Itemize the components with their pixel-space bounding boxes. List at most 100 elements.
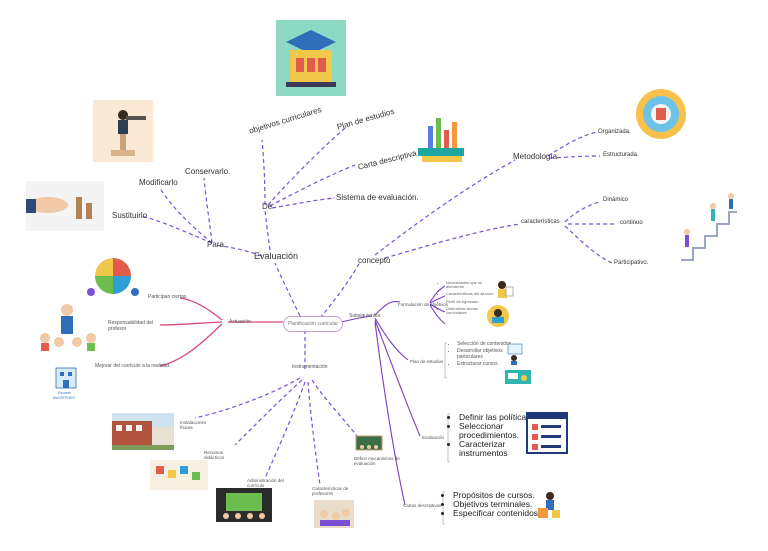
cartas-item: Propósitos de cursos. bbox=[453, 491, 553, 500]
metodologia-node[interactable]: Metodología bbox=[513, 152, 558, 161]
link-sub-plan bbox=[374, 317, 409, 361]
link-instr-instalaciones bbox=[194, 377, 301, 419]
link-metodologia-organizada bbox=[547, 131, 598, 157]
link-center-evaluacion bbox=[274, 262, 301, 317]
link-sub-evaluacion bbox=[374, 319, 421, 437]
link-caracteristicas-participativo bbox=[564, 225, 613, 264]
concepto-node[interactable]: concepto bbox=[358, 256, 391, 265]
link-instr-recursos bbox=[234, 379, 303, 446]
link-metodologia-estructurada bbox=[549, 155, 601, 159]
plan-list: Selección de contenidos Desarrollar obje… bbox=[448, 341, 515, 367]
center-node[interactable]: Planificación curricular bbox=[283, 316, 343, 332]
mejorar-node[interactable]: Mejorar del currículo a la realidad bbox=[95, 363, 170, 369]
link-evaluacion-para bbox=[214, 244, 263, 257]
instrumentacion-node[interactable]: Instrumentación bbox=[292, 364, 328, 370]
link-para-modificarlo bbox=[159, 187, 213, 244]
link-actuacion-participan bbox=[179, 297, 223, 321]
dinamico-node[interactable]: Dinámico bbox=[603, 197, 629, 203]
link-concepto-caracteristicas bbox=[384, 223, 521, 259]
link-para-sustituirlo bbox=[139, 215, 213, 244]
formulacion-item: Características del alumno bbox=[446, 292, 496, 296]
teacher-students-icon bbox=[40, 304, 96, 351]
evaluacion-list: Definir las políticas. Seleccionar proce… bbox=[450, 413, 535, 458]
organizada-node[interactable]: Organizada. bbox=[598, 129, 631, 135]
link-formulacion-items bbox=[429, 285, 446, 325]
hand-pushing-icon bbox=[26, 181, 104, 231]
recursos-node[interactable]: Recursos didácticos bbox=[204, 450, 225, 460]
telescope-person-icon bbox=[93, 100, 153, 162]
link-sub-formulacion bbox=[374, 301, 401, 316]
university-building-icon bbox=[276, 20, 346, 96]
logo-line1: Escuela bbox=[58, 391, 71, 395]
conservarlo-node[interactable]: Conservarlo. bbox=[185, 167, 231, 176]
link-evaluacion-de bbox=[264, 209, 271, 251]
administracion-node[interactable]: Administración del currículo bbox=[247, 478, 284, 488]
evaluacion-item: Seleccionar procedimientos. bbox=[459, 421, 535, 440]
small-classroom-icon bbox=[314, 500, 354, 528]
link-center-subsiguientes bbox=[340, 315, 373, 323]
evaluacion-item: Definir las políticas. bbox=[459, 413, 535, 422]
link-de-sistema bbox=[271, 197, 336, 209]
small-board-icon bbox=[505, 370, 531, 384]
instalaciones-node[interactable]: Instalaciones físicas bbox=[180, 420, 207, 430]
plan-item: Selección de contenidos bbox=[457, 341, 515, 347]
continuo-node[interactable]: continuo bbox=[620, 220, 643, 226]
link-actuacion-mejorar bbox=[159, 323, 223, 367]
evaluacion-item: Caracterizar instrumentos bbox=[459, 439, 535, 458]
modificarlo-node[interactable]: Modificarlo bbox=[139, 178, 178, 187]
bracket-evaluacion bbox=[447, 413, 450, 463]
link-sub-cartas bbox=[374, 321, 406, 506]
plan-item: Estructurar cursos bbox=[457, 361, 515, 367]
students-reading-icon bbox=[487, 305, 509, 327]
stairs-climbers-icon bbox=[681, 193, 737, 261]
link-de-plan bbox=[267, 127, 346, 206]
evaluacion-sub-node[interactable]: Evaluación bbox=[422, 435, 445, 440]
student-reading-icon bbox=[498, 281, 514, 298]
caracteristicas-node[interactable]: características bbox=[521, 219, 560, 225]
puzzle-people-icon bbox=[87, 258, 139, 296]
link-para-conservarlo bbox=[203, 177, 213, 244]
link-concepto-metodologia bbox=[374, 159, 516, 256]
sustituirlo-node[interactable]: Sustituirlo bbox=[112, 211, 148, 220]
logo-line2: MAGISTERIO bbox=[53, 396, 75, 400]
evaluacion-node[interactable]: Evaluación bbox=[254, 251, 299, 261]
caracteristicas-profesores-node[interactable]: Características de profesores bbox=[312, 486, 349, 496]
participan-node[interactable]: Participan ciertas bbox=[148, 294, 187, 300]
de-node[interactable]: De bbox=[262, 202, 273, 211]
classroom-board-icon bbox=[355, 435, 383, 451]
participativo-node[interactable]: Participativo. bbox=[614, 260, 649, 266]
formulacion-list: Necesidades que se atenderán Característ… bbox=[437, 280, 496, 315]
link-caracteristicas-dinamico bbox=[564, 201, 601, 223]
cartas-list: Propósitos de cursos. Objetivos terminal… bbox=[444, 491, 553, 518]
estructurada-node[interactable]: Estructurada. bbox=[603, 152, 639, 158]
subsiguientes-node[interactable]: Subsiguientes bbox=[349, 313, 381, 319]
link-instr-caracteristicas bbox=[307, 381, 321, 486]
center-label: Planificación curricular bbox=[287, 321, 339, 327]
link-de-carta bbox=[269, 164, 356, 207]
sistema-de-evaluacion-node[interactable]: Sistema de evaluación. bbox=[336, 193, 419, 202]
methodology-circle-icon bbox=[636, 89, 686, 139]
responsabilidad-node[interactable]: Responsabilidad del profesor bbox=[108, 320, 154, 332]
books-chart-icon bbox=[418, 118, 464, 162]
para-node[interactable]: Para bbox=[207, 240, 224, 249]
mecanismos-node[interactable]: Definir mecanismos de evaluación bbox=[354, 456, 400, 466]
school-building-icon bbox=[55, 367, 77, 389]
link-actuacion-responsabilidad bbox=[159, 321, 223, 326]
classroom-screen-icon bbox=[216, 488, 272, 522]
cartas-item: Objetivos terminales. bbox=[453, 499, 553, 509]
bracket-plan bbox=[444, 342, 447, 379]
cartas-node[interactable]: Cartas descriptivas bbox=[403, 503, 442, 508]
cartas-item: Especificar contenidos. bbox=[453, 508, 553, 518]
formulacion-node[interactable]: Formulación de objetivos bbox=[398, 302, 449, 307]
didactic-resources-icon bbox=[150, 460, 208, 490]
plan-estudios-sub-node[interactable]: Plan de estudios bbox=[410, 359, 444, 364]
link-instr-mecanismos bbox=[311, 379, 361, 441]
podium-speaker-icon bbox=[538, 492, 560, 518]
formulacion-item: Necesidades que se atenderán bbox=[446, 280, 496, 289]
presentation-class-icon bbox=[507, 343, 523, 365]
link-center-concepto bbox=[319, 261, 361, 319]
plan-item: Desarrollar objetivos particulares bbox=[457, 349, 515, 360]
bracket-cartas bbox=[442, 491, 445, 525]
actuacion-node[interactable]: Actuación bbox=[229, 319, 251, 325]
